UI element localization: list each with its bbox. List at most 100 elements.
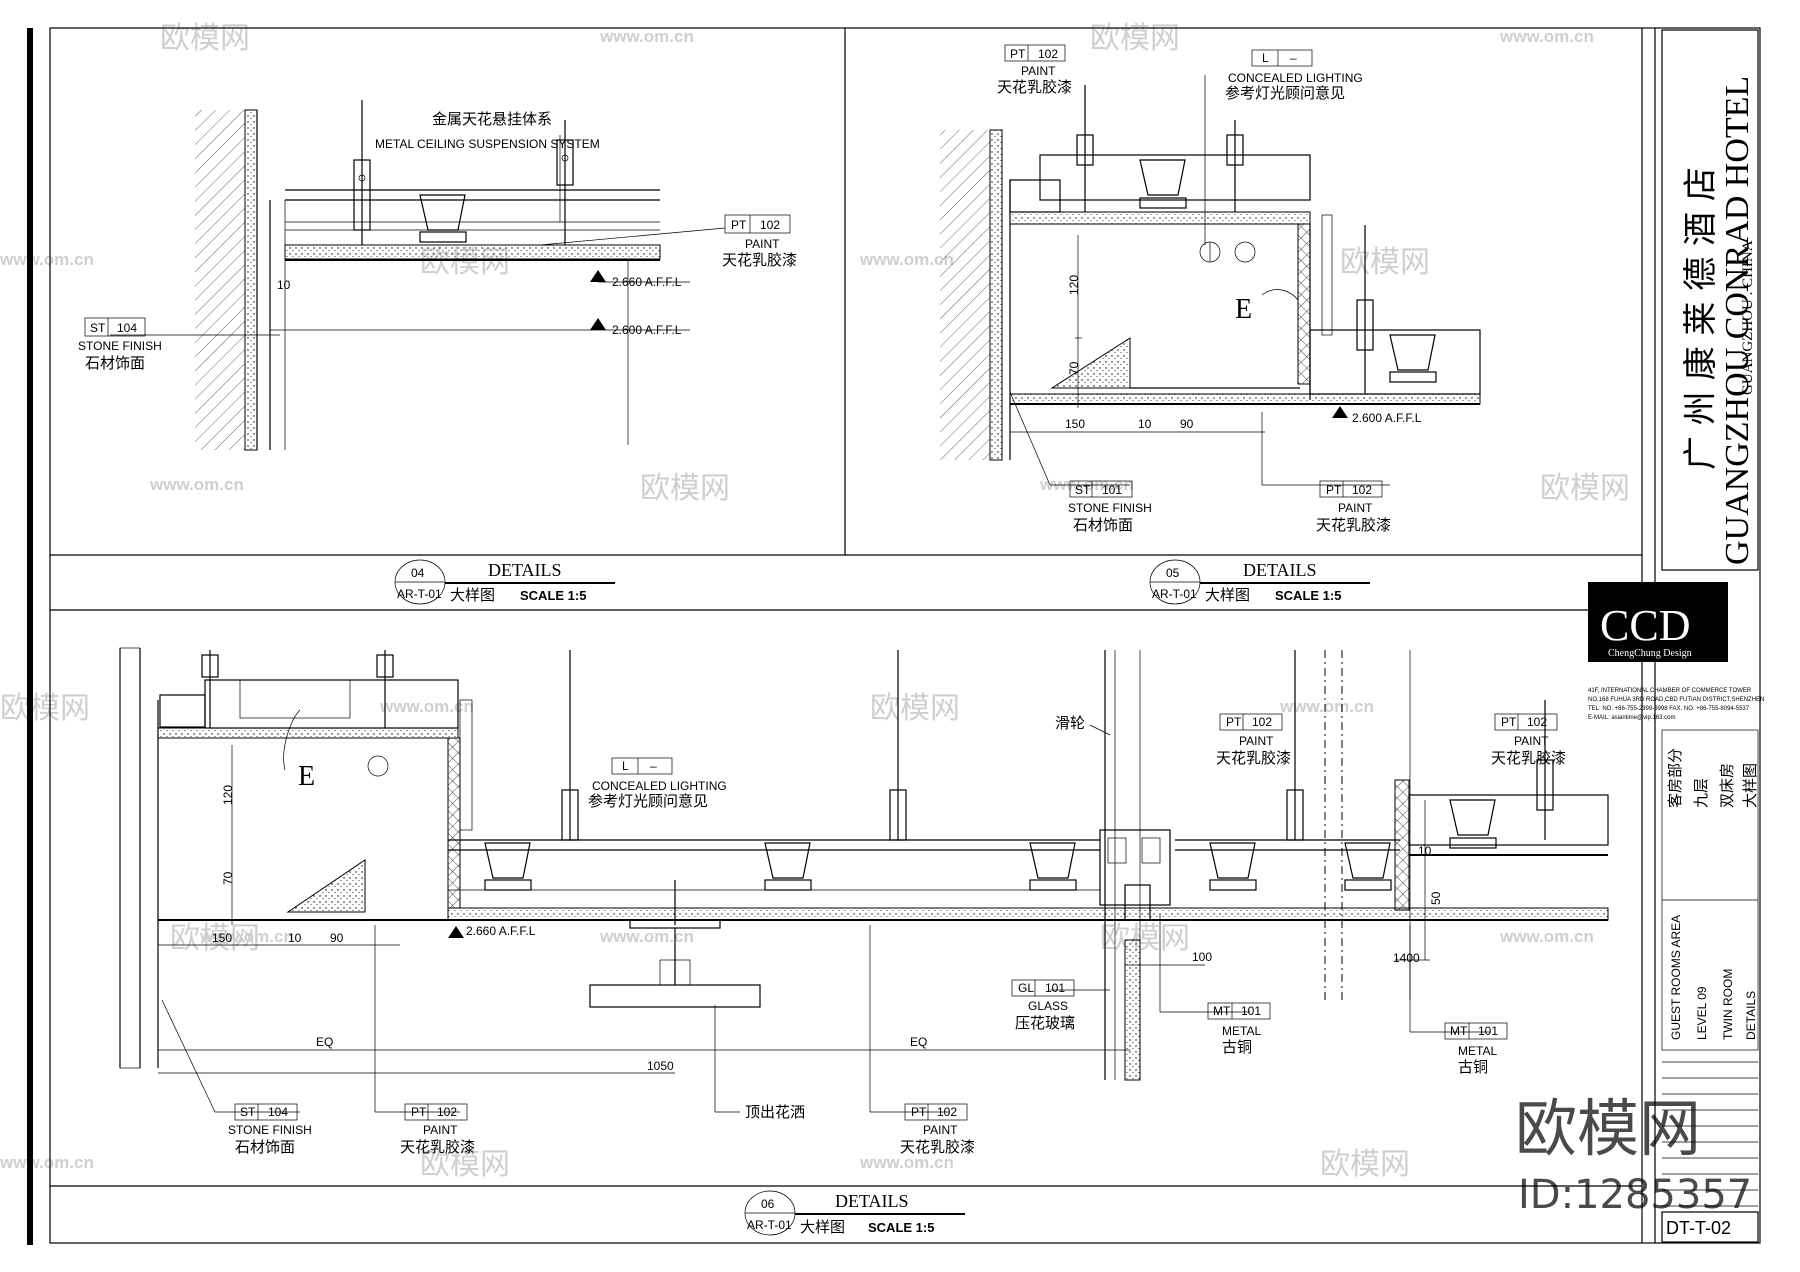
firm-logo-box xyxy=(1588,582,1728,662)
title-block: 广 州 康 莱 德 酒 店 GUANGZHOU CONRAD HOTEL GUA… xyxy=(1588,29,1764,1243)
watermark-brand: 欧模网 xyxy=(1540,471,1630,506)
watermark-url: www.om.cn xyxy=(1039,475,1134,494)
dim-70: 70 xyxy=(221,871,235,885)
tag-num: 101 xyxy=(1478,1024,1498,1038)
tag-num: 102 xyxy=(937,1105,957,1119)
tag-code: PT xyxy=(1326,483,1342,497)
watermark-url: www.om.cn xyxy=(859,250,954,269)
tag-code: PT xyxy=(1501,715,1517,729)
firm-address-line: 41F, INTERNATIONAL CHAMBER OF COMMERCE T… xyxy=(1588,688,1752,694)
dim-eq: EQ xyxy=(910,1035,927,1049)
dim-50: 50 xyxy=(1429,891,1443,905)
tag-num: 101 xyxy=(1241,1004,1261,1018)
dim-70: 70 xyxy=(1067,361,1081,375)
watermark-url: www.om.cn xyxy=(599,927,694,946)
paint-cn: 天花乳胶漆 xyxy=(997,78,1072,96)
glass-cn: 压花玻璃 xyxy=(1015,1014,1075,1032)
watermark-big-brand: 欧模网 xyxy=(1515,1092,1701,1165)
paint-cn: 天花乳胶漆 xyxy=(400,1138,475,1156)
watermark-brand: 欧模网 xyxy=(1100,921,1190,956)
e-mark: E xyxy=(1235,294,1252,325)
paint-en: PAINT xyxy=(923,1123,958,1137)
metal-en: METAL xyxy=(1458,1044,1497,1058)
sheet-frame xyxy=(27,27,1761,1245)
pulley-label: 滑轮 xyxy=(1055,714,1085,732)
drawing-title-cn: 客房部分 xyxy=(1666,748,1684,808)
tag-code: ST xyxy=(1075,483,1091,497)
tag-code: MT xyxy=(1450,1024,1468,1038)
e-mark: E xyxy=(298,761,315,792)
glass-en: GLASS xyxy=(1028,999,1068,1013)
paint-en: PAINT xyxy=(745,237,780,251)
detail-title: DETAILS xyxy=(1243,560,1317,580)
firm-address-line: E-MAIL: asiantime@vip.163.com xyxy=(1588,715,1675,721)
detail-scale: SCALE 1:5 xyxy=(868,1220,934,1235)
firm-sub: ChengChung Design xyxy=(1608,648,1692,659)
tag-num: 101 xyxy=(1102,483,1122,497)
drawing-title-en: TWIN ROOM xyxy=(1721,969,1735,1040)
level-b: 2.600 A.F.F.L xyxy=(1352,411,1422,425)
stone-en: STONE FINISH xyxy=(1068,501,1152,515)
drawing-title-cn: 大样图 xyxy=(1741,763,1759,808)
tag-num: 102 xyxy=(1352,483,1372,497)
stone-cn: 石材饰面 xyxy=(85,354,145,372)
tag-num: 102 xyxy=(1252,715,1272,729)
level-a: 2.660 A.F.F.L xyxy=(612,275,682,289)
hotel-name-en: GUANGZHOU CONRAD HOTEL xyxy=(1719,76,1756,565)
paint-cn: 天花乳胶漆 xyxy=(1316,516,1391,534)
watermark-brand: 欧模网 xyxy=(1340,245,1430,280)
watermark-id: ID:1285357 xyxy=(1518,1172,1752,1218)
detail-06: E xyxy=(119,647,1609,1156)
paint-cn: 天花乳胶漆 xyxy=(1216,749,1291,767)
paint-en: PAINT xyxy=(1514,734,1549,748)
watermark-brand: 欧模网 xyxy=(160,21,250,56)
tag-code: PT xyxy=(411,1105,427,1119)
detail-number: 04 xyxy=(411,566,425,580)
tag-num: 101 xyxy=(1045,981,1065,995)
suspension-label-en: METAL CEILING SUSPENSION SYSTEM xyxy=(375,137,600,151)
sprinkler-label: 顶出花洒 xyxy=(745,1103,805,1121)
stone-cn: 石材饰面 xyxy=(1073,516,1133,534)
watermark-brand: 欧模网 xyxy=(870,691,960,726)
detail-ref: AR-T-01 xyxy=(747,1218,792,1232)
watermark-brand: 欧模网 xyxy=(420,1147,510,1182)
drawing-title-en: LEVEL 09 xyxy=(1695,986,1709,1040)
dim-150: 150 xyxy=(1065,417,1085,431)
drawing-title-en: GUEST ROOMS AREA xyxy=(1669,915,1683,1040)
dim-10: 10 xyxy=(288,931,302,945)
detail-05: E 120 70 150 10 90 2.600 A.F.F.L PT 102 … xyxy=(940,44,1481,534)
metal-en: METAL xyxy=(1222,1024,1261,1038)
tag-num: 102 xyxy=(1038,47,1058,61)
dim-eq: EQ xyxy=(316,1035,333,1049)
detail-title-cn: 大样图 xyxy=(1205,586,1250,604)
paint-en: PAINT xyxy=(1239,734,1274,748)
dim-150: 150 xyxy=(212,931,232,945)
watermark-brand: 欧模网 xyxy=(1090,21,1180,56)
tag-num: 102 xyxy=(437,1105,457,1119)
detail-title: DETAILS xyxy=(835,1191,909,1211)
detail-title-cn: 大样图 xyxy=(450,586,495,604)
watermark-url: www.om.cn xyxy=(859,1153,954,1172)
dim-90: 90 xyxy=(330,931,344,945)
dim-10: 10 xyxy=(1138,417,1152,431)
detail-ref: AR-T-01 xyxy=(1152,587,1197,601)
watermark-layer: 欧模网 www.om.cn 欧模网 www.om.cn www.om.cn 欧模… xyxy=(0,21,1752,1218)
stone-en: STONE FINISH xyxy=(78,339,162,353)
metal-cn: 古铜 xyxy=(1458,1058,1488,1076)
paint-en: PAINT xyxy=(1338,501,1373,515)
tag-code: PT xyxy=(911,1105,927,1119)
detail-scale: SCALE 1:5 xyxy=(1275,588,1341,603)
firm-address-line: TEL: NO. +86-755-2399-6998 FAX. NO. +86-… xyxy=(1588,706,1750,712)
watermark-brand: 欧模网 xyxy=(170,921,260,956)
paint-en: PAINT xyxy=(1021,64,1056,78)
metal-cn: 古铜 xyxy=(1222,1038,1252,1056)
drawing-title-en: DETAILS xyxy=(1744,991,1758,1040)
drawing-title-cn: 双床房 xyxy=(1718,763,1736,808)
wall-hatch xyxy=(195,110,245,450)
watermark-url: www.om.cn xyxy=(1499,927,1594,946)
tag-code: PT xyxy=(1226,715,1242,729)
detail-title-cn: 大样图 xyxy=(800,1218,845,1236)
detail-ref: AR-T-01 xyxy=(397,587,442,601)
watermark-brand: 欧模网 xyxy=(0,691,90,726)
detail-number: 06 xyxy=(761,1197,775,1211)
